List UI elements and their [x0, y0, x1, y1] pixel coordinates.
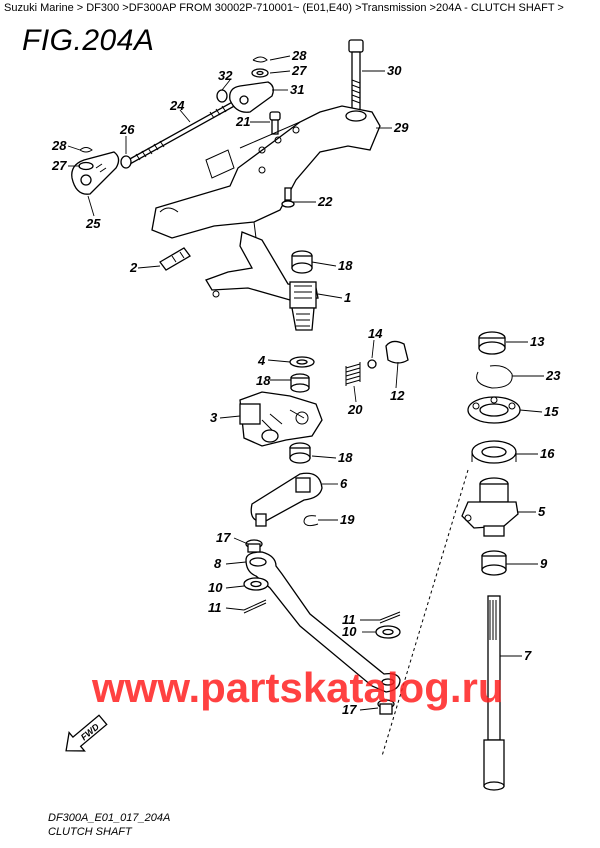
bearing-15: [467, 396, 521, 424]
callout-23: 23: [545, 368, 561, 383]
callout-5: 5: [538, 504, 546, 519]
leader-lines: [67, 55, 544, 711]
callout-14: 14: [368, 326, 383, 341]
seal-16: [471, 440, 517, 464]
callout-17: 17: [216, 530, 231, 545]
callout-22: 22: [317, 194, 333, 209]
drawing-code: DF300A_E01_017_204A: [48, 812, 171, 824]
bolt-21: [269, 111, 281, 135]
plug-13: [478, 331, 506, 355]
case-3: [239, 391, 323, 447]
callout-28: 28: [51, 138, 67, 153]
callout-6: 6: [340, 476, 348, 491]
bolt-30: [348, 39, 364, 111]
breadcrumb: Suzuki Marine > DF300 >DF300AP FROM 3000…: [4, 2, 564, 14]
bush-18a: [291, 250, 313, 274]
callout-16: 16: [540, 446, 555, 461]
callout-31: 31: [290, 82, 304, 97]
callout-25: 25: [85, 216, 101, 231]
clip-28a: [252, 56, 268, 63]
callout-labels: 28 27 30 32 31 24 21 29 26 28 27 25 22 1…: [51, 48, 561, 717]
clip-28b: [79, 147, 93, 153]
nut-26: [120, 155, 132, 169]
circlip-23: [476, 365, 513, 389]
washer-27a: [251, 68, 269, 78]
callout-9: 9: [540, 556, 548, 571]
callout-32: 32: [218, 68, 233, 83]
callout-10: 10: [208, 580, 223, 595]
watermark: www.partskatalog.ru: [91, 664, 504, 711]
drawing-caption: CLUTCH SHAFT: [48, 826, 132, 838]
callout-7: 7: [524, 648, 532, 663]
callout-2: 2: [129, 260, 138, 275]
cotter-11a: [243, 599, 267, 614]
lever-6: [250, 472, 323, 527]
callout-17: 17: [342, 702, 357, 717]
callout-18: 18: [338, 258, 353, 273]
clip-2: [159, 247, 191, 271]
callout-18: 18: [338, 450, 353, 465]
washer-4: [289, 356, 315, 368]
callout-10: 10: [342, 624, 357, 639]
callout-20: 20: [347, 402, 363, 417]
joint-25: [71, 151, 120, 195]
bracket-29: [151, 105, 381, 245]
bush-18c: [289, 442, 311, 464]
spring-20: [345, 362, 361, 386]
callout-11: 11: [208, 600, 222, 615]
callout-29: 29: [393, 120, 409, 135]
callout-24: 24: [169, 98, 185, 113]
pin-17b: [377, 699, 395, 715]
fwd-arrow-icon: FWD: [65, 714, 108, 752]
washer-10b: [375, 625, 401, 639]
clip-19: [303, 515, 319, 527]
callout-27: 27: [291, 63, 307, 78]
bush-12: [385, 340, 409, 364]
cotter-11b: [379, 611, 401, 624]
lever-8: [245, 551, 401, 693]
callout-18: 18: [256, 373, 271, 388]
washer-27b: [78, 161, 94, 171]
collar-9: [481, 550, 507, 576]
figure-title: FIG.204A: [22, 24, 155, 57]
callout-27: 27: [51, 158, 67, 173]
bolt-22: [281, 187, 295, 208]
callout-12: 12: [390, 388, 405, 403]
callout-4: 4: [257, 353, 266, 368]
callout-15: 15: [544, 404, 559, 419]
bush-18b: [290, 373, 310, 393]
nut-32: [216, 89, 228, 103]
ball-14: [367, 359, 377, 369]
joint-31: [229, 81, 274, 113]
callout-1: 1: [344, 290, 351, 305]
callout-13: 13: [530, 334, 545, 349]
callout-28: 28: [291, 48, 307, 63]
callout-26: 26: [119, 122, 135, 137]
callout-8: 8: [214, 556, 222, 571]
callout-30: 30: [387, 63, 402, 78]
callout-21: 21: [235, 114, 250, 129]
callout-19: 19: [340, 512, 355, 527]
shaft-7: [483, 595, 505, 791]
callout-11: 11: [342, 612, 356, 627]
shifter-5: [461, 477, 519, 537]
assembly-guide-line: [381, 469, 469, 757]
callout-3: 3: [210, 410, 218, 425]
pin-17a: [245, 539, 263, 553]
lever-1: [205, 231, 319, 331]
washer-10a: [243, 577, 269, 591]
